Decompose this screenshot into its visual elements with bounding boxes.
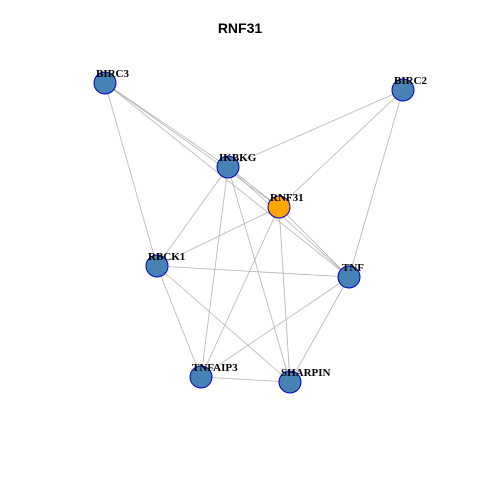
edge-tnf-tnfaip3: [200, 276, 350, 378]
node-label-tnfaip3: TNFAIP3: [192, 362, 238, 374]
node-label-rnf31: RNF31: [270, 192, 304, 204]
node-rbck1[interactable]: [145, 254, 169, 278]
edge-rbck1-tnfaip3: [156, 265, 202, 378]
node-label-birc2: BIRC2: [394, 75, 428, 87]
edge-birc2-rnf31: [278, 89, 404, 208]
edge-birc3-rnf31: [104, 82, 280, 208]
node-label-rbck1: RBCK1: [148, 251, 185, 263]
edge-rbck1-sharpin: [156, 265, 291, 383]
edge-ikbkg-tnf: [227, 166, 350, 278]
node-label-birc3: BIRC3: [96, 68, 130, 80]
edge-layer: [104, 82, 404, 383]
edge-rbck1-tnf: [156, 265, 350, 278]
chart-title: RNF31: [217, 20, 263, 36]
node-sharpin[interactable]: [278, 370, 302, 394]
edge-rnf31-rbck1: [156, 206, 280, 267]
edge-rnf31-sharpin: [278, 206, 291, 383]
node-tnf[interactable]: [337, 265, 361, 289]
edge-tnfaip3-sharpin: [200, 376, 291, 383]
node-birc3[interactable]: [93, 71, 117, 95]
edge-ikbkg-tnfaip3: [200, 166, 229, 378]
node-birc2[interactable]: [391, 78, 415, 102]
node-rnf31[interactable]: [267, 195, 291, 219]
node-label-tnf: TNF: [342, 262, 364, 274]
edge-rnf31-tnf: [278, 206, 350, 278]
node-ikbkg[interactable]: [216, 155, 240, 179]
edge-birc2-tnf: [348, 89, 404, 278]
edge-ikbkg-rbck1: [156, 166, 229, 267]
node-label-sharpin: SHARPIN: [281, 367, 331, 379]
node-label-ikbkg: IKBKG: [219, 152, 257, 164]
edge-rnf31-tnfaip3: [200, 206, 280, 378]
node-tnfaip3[interactable]: [189, 365, 213, 389]
edge-birc3-rbck1: [104, 82, 158, 267]
edge-birc3-ikbkg: [104, 82, 229, 168]
edge-birc2-ikbkg: [227, 89, 404, 168]
edge-ikbkg-sharpin: [227, 166, 291, 383]
edge-birc3-tnf: [104, 82, 350, 278]
edge-tnf-sharpin: [289, 276, 350, 383]
